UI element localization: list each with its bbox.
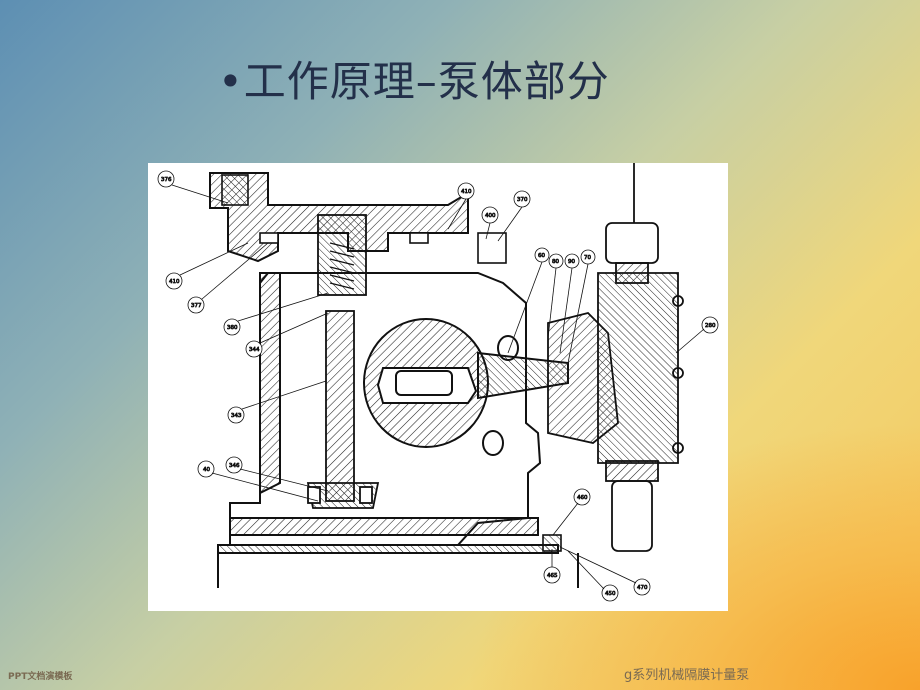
callout-label: 60 xyxy=(538,253,545,259)
part-callouts: 376 410 400 370 60 80 90 70 280 410 377 … xyxy=(157,170,719,602)
callout-label: 346 xyxy=(229,463,240,469)
slide-title: •工作原理–泵体部分 xyxy=(218,57,610,106)
callout-label: 380 xyxy=(227,325,238,331)
callout-label: 90 xyxy=(568,259,575,265)
callout-label: 465 xyxy=(547,573,558,579)
callout-label: 450 xyxy=(605,591,616,597)
callout-label: 410 xyxy=(461,189,472,195)
callout-label: 460 xyxy=(577,495,588,501)
footer-template-label: PPT文档演模板 xyxy=(8,672,73,682)
callout-label: 80 xyxy=(552,259,559,265)
callout-label: 370 xyxy=(517,197,528,203)
callout-label: 377 xyxy=(191,303,202,309)
fasteners xyxy=(221,174,562,552)
callout-label: 400 xyxy=(485,213,496,219)
pump-head-assembly xyxy=(547,163,684,552)
callout-label: 40 xyxy=(203,467,210,473)
callout-label: 344 xyxy=(249,347,260,353)
callout-label: 70 xyxy=(584,255,591,261)
footer-document-title: g系列机械隔膜计量泵 xyxy=(624,668,750,683)
vertical-plunger xyxy=(306,214,380,509)
callout-label: 470 xyxy=(637,585,648,591)
callout-label: 410 xyxy=(169,279,180,285)
pump-cross-section-diagram: 376 410 400 370 60 80 90 70 280 410 377 … xyxy=(148,163,728,611)
callout-label: 280 xyxy=(705,323,716,329)
callout-label: 376 xyxy=(161,177,172,183)
callout-label: 343 xyxy=(231,413,242,419)
